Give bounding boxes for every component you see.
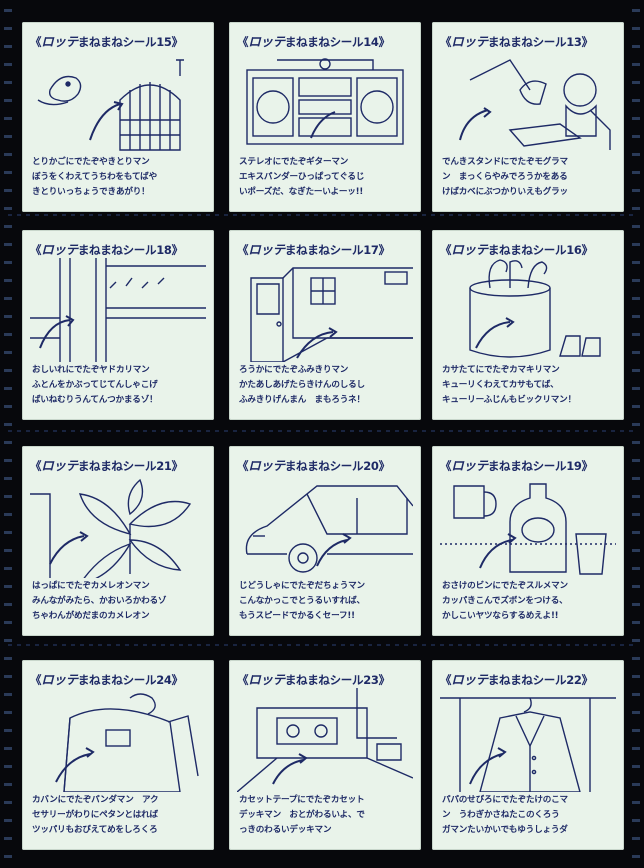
school-bag-illustration [30, 688, 206, 793]
card-header: 《ロッテまねまねシール23》 [237, 672, 390, 687]
card-header: 《ロッテまねまねシール14》 [237, 34, 390, 49]
sticker-card-16: 《ロッテまねまねシール16》 カサたてにでたぞカマキリマンキューリくわえてカサも… [432, 230, 624, 420]
card-header: 《ロッテまねまねシール19》 [440, 458, 593, 473]
sticker-caption: でんきスタンドにでたぞモグラマン まっくらやみでろうかをあるけばカベにぶつかりい… [442, 157, 568, 197]
perforation-row [8, 214, 636, 216]
birdcage-illustration [30, 50, 206, 154]
sticker-caption: はっぱにでたぞカメレオンマンみんながみたら、かおいろかわるゾちゃわんがめだまのカ… [32, 581, 167, 621]
sticker-caption: カサたてにでたぞカマキリマンキューリくわえてカサもてば、キューリーふじんもビック… [442, 365, 576, 405]
closet-illustration [30, 258, 206, 362]
sticker-card-23: 《ロッテまねまねシール23》 カセットテープにでたぞカセットデッキマン おとがわ… [229, 660, 421, 850]
card-header: 《ロッテまねまねシール22》 [440, 672, 593, 687]
sticker-caption: ろうかにでたぞふみきりマンかたあしあげたらきけんのしるしふみきりげんまん まもろ… [239, 365, 365, 405]
umbrella-stand-illustration [440, 258, 616, 362]
sticker-card-13: 《ロッテまねまねシール13》 でんきスタンドにでたぞモグラマン まっくらやみでろ… [432, 22, 624, 212]
sticker-caption: パパのせびろにでたぞたけのこマン うわぎかさねたこのくろうガマンたいかいでもゆう… [442, 795, 568, 835]
cassette-deck-illustration [236, 688, 414, 793]
suit-jacket-illustration [440, 688, 616, 793]
hallway-illustration [237, 258, 413, 363]
sticker-caption: カセットテープにでたぞカセットデッキマン おとがわるいよ、でっきのわるいデッキマ… [239, 795, 365, 835]
sake-bottle-illustration [440, 474, 616, 578]
sticker-card-21: 《ロッテまねまねシール21》 はっぱにでたぞカメレオンマンみんながみたら、かおい… [22, 446, 214, 636]
sticker-caption: カバンにでたぞパンダマン アクセサリーがわりにペタンとはればツッパリもおびえてめ… [32, 795, 159, 835]
card-header: 《ロッテまねまねシール17》 [237, 242, 390, 257]
sticker-card-24: 《ロッテまねまねシール24》 カバンにでたぞパンダマン アクセサリーがわりにペタ… [22, 660, 214, 850]
sticker-card-17: 《ロッテまねまねシール17》 ろうかにでたぞふみきりマンかたあしあげたらきけんの… [229, 230, 421, 420]
perforation-row [8, 430, 636, 432]
stereo-illustration [237, 50, 413, 154]
sticker-caption: とりかごにでたぞやきとりマンぼうをくわえてうちわをもてばやきとりいっちょうできあ… [32, 157, 157, 197]
car-illustration [237, 474, 414, 578]
sticker-caption: ステレオにでたぞギターマンエキスパンダーひっぱってぐるじいポーズだ、なぎたーいよ… [239, 157, 365, 197]
sticker-card-20: 《ロッテまねまねシール20》 じどうしゃにでたぞだちょうマンこんなかっこでとうる… [229, 446, 421, 636]
card-header: 《ロッテまねまねシール21》 [30, 458, 183, 473]
sticker-card-22: 《ロッテまねまねシール22》 パパのせびろにでたぞたけのこマン うわぎかさねたこ… [432, 660, 624, 850]
sticker-caption: おしいれにでたぞヤドカリマンふとんをかぶってじてんしゃこげばいねむりうんてんつか… [32, 365, 158, 405]
sticker-card-19: 《ロッテまねまねシール19》 おさけのビンにでたぞスルメマンカッパきこんでズボン… [432, 446, 624, 636]
sticker-card-15: 《ロッテまねまねシール15》 とりかごにでたぞやきとりマンぼうをくわえてうちわを… [22, 22, 214, 212]
sticker-card-18: 《ロッテまねまねシール18》 おしいれにでたぞヤドカリマンふとんをかぶってじてん… [22, 230, 214, 420]
sticker-caption: じどうしゃにでたぞだちょうマンこんなかっこでとうるいすれば、もうスピードでかるく… [239, 581, 365, 621]
card-header: 《ロッテまねまねシール15》 [30, 34, 183, 49]
houseplant-illustration [30, 474, 206, 586]
sticker-card-14: 《ロッテまねまねシール14》 ステレオにでたぞギターマンエキスパンダーひっぱって… [229, 22, 421, 212]
card-header: 《ロッテまねまねシール18》 [30, 242, 183, 257]
desk-lamp-illustration [440, 50, 616, 154]
film-strip-right [632, 0, 640, 868]
card-header: 《ロッテまねまねシール20》 [237, 458, 390, 473]
film-strip-left [4, 0, 12, 868]
card-header: 《ロッテまねまねシール13》 [440, 34, 593, 49]
sticker-caption: おさけのビンにでたぞスルメマンカッパきこんでズボンをつける、かしこいヤツならする… [442, 581, 568, 621]
card-header: 《ロッテまねまねシール16》 [440, 242, 593, 257]
card-header: 《ロッテまねまねシール24》 [30, 672, 183, 687]
perforation-row [8, 644, 636, 646]
